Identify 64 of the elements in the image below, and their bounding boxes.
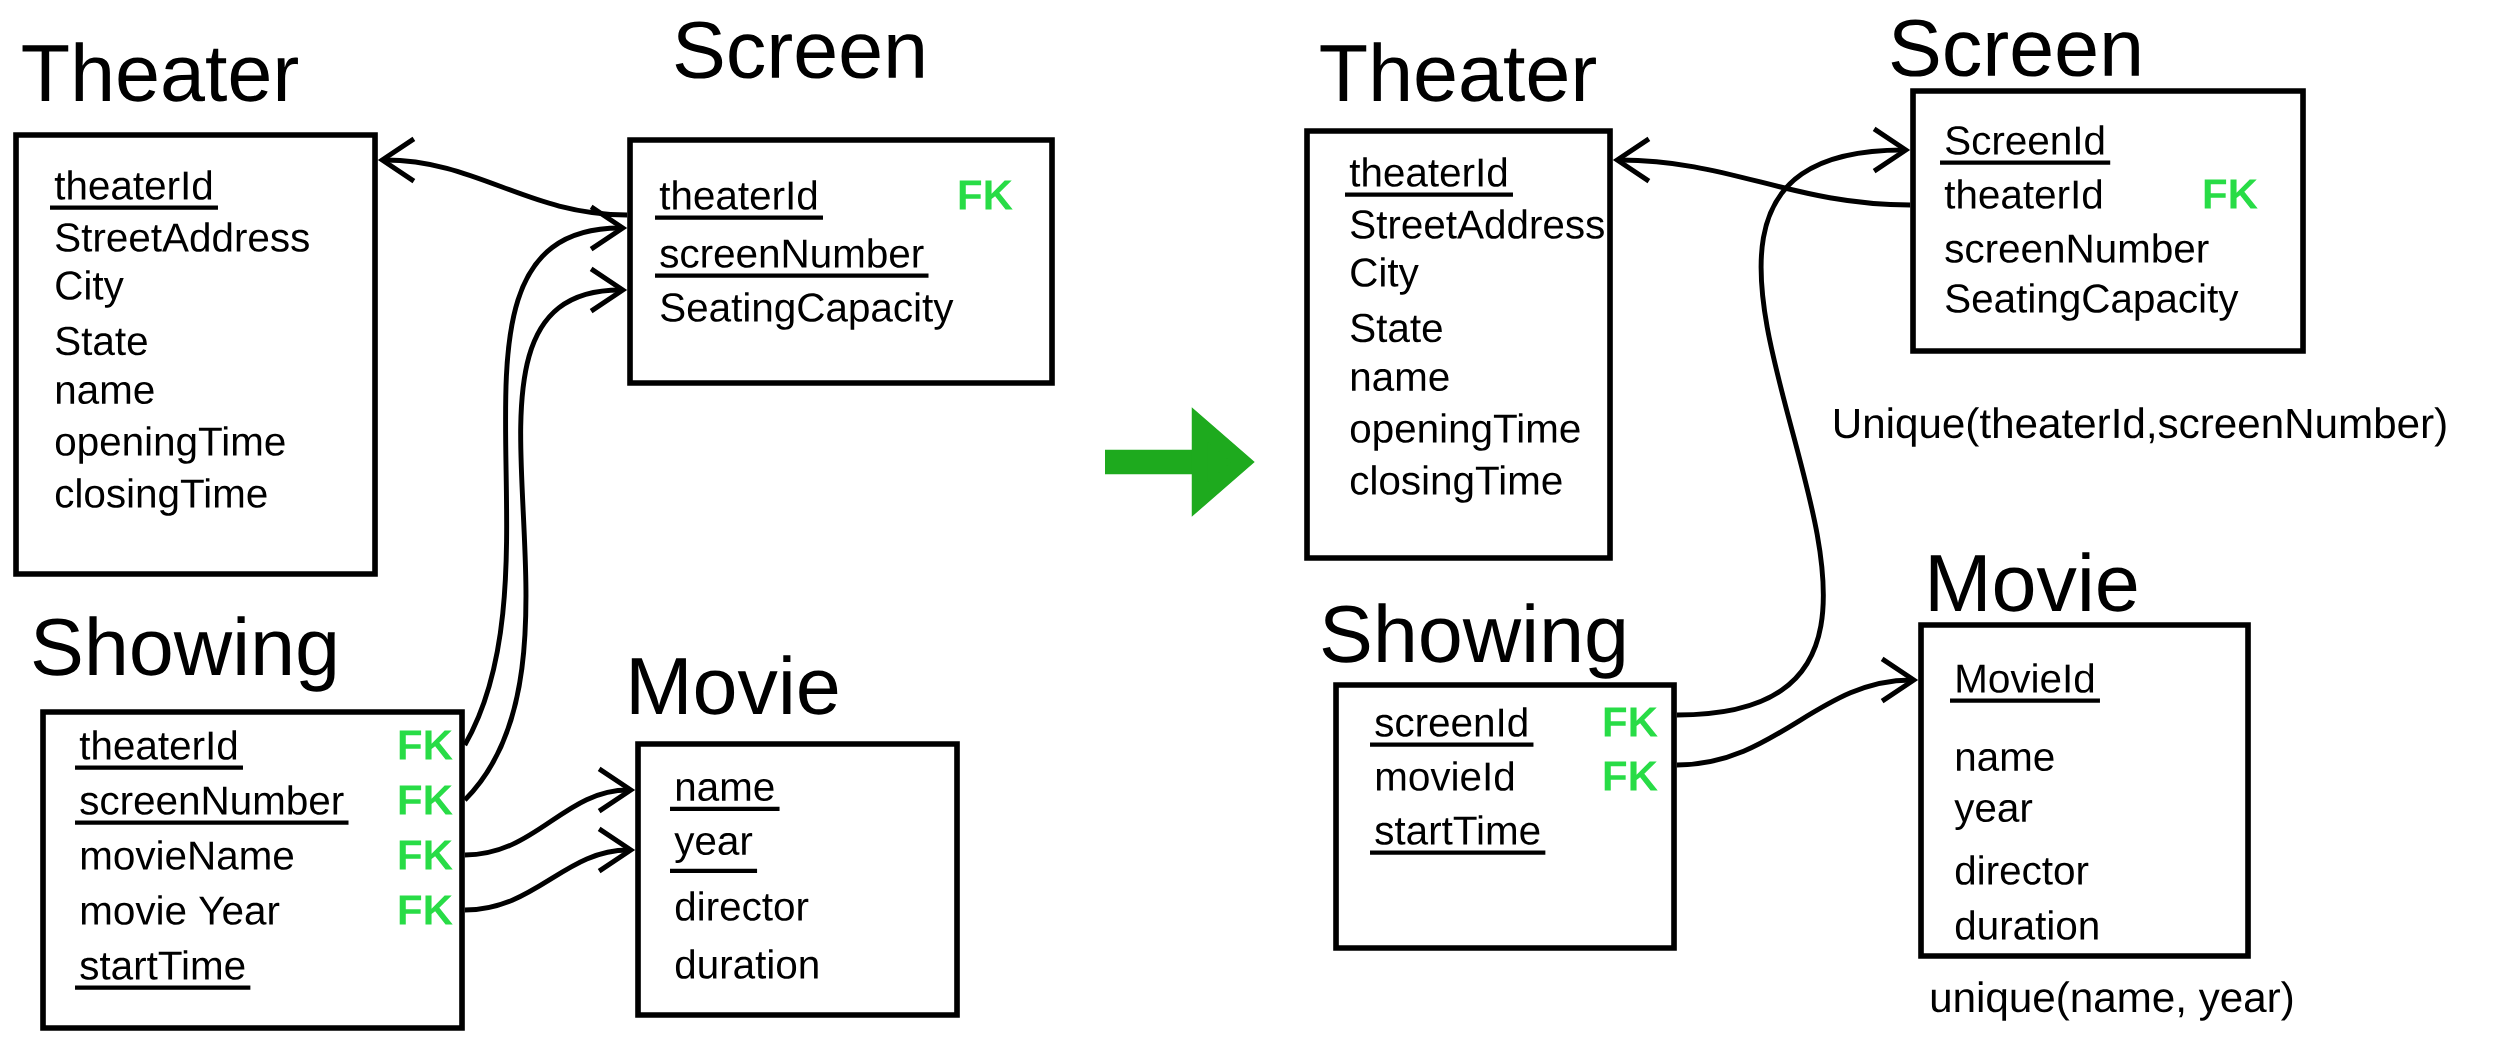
field-name: movieId xyxy=(1376,761,1514,791)
field-name: closingTime xyxy=(55,478,267,516)
field-name: startTime xyxy=(75,950,251,990)
field-name: name xyxy=(1956,748,2054,772)
arrow xyxy=(1612,136,1911,208)
field-name: movieName xyxy=(81,840,293,870)
field-name: screenNumber xyxy=(655,238,929,278)
arrow xyxy=(464,766,636,858)
constraint-note: unique(name, year) xyxy=(1931,981,2293,1021)
arrow xyxy=(1676,126,1911,718)
field-name: City xyxy=(1351,257,1419,295)
table-heading: Theater xyxy=(1320,42,1596,102)
table-heading: Movie xyxy=(1930,552,2137,612)
field-name: theaterId xyxy=(655,180,823,220)
constraint-note: Unique(theaterId,screenNumber) xyxy=(1835,407,2446,447)
field-name: movie Year xyxy=(81,895,280,925)
arrow xyxy=(462,266,628,802)
arrow xyxy=(462,204,628,746)
field-name: openingTime xyxy=(1350,413,1580,451)
table-heading: Movie xyxy=(631,655,838,715)
field-name: SeatingCapacity xyxy=(661,292,954,330)
field-name: name xyxy=(1351,368,1449,392)
table-heading: Screen xyxy=(675,21,923,79)
fk-marker: FK xyxy=(2204,179,2258,209)
arrow xyxy=(1676,656,1919,768)
fk-marker: FK xyxy=(959,180,1013,210)
field-name: StreetAddress xyxy=(1351,209,1604,239)
field-name: StreetAddress xyxy=(56,222,309,252)
field-name: duration xyxy=(1955,910,2098,940)
field-name: duration xyxy=(675,949,818,979)
field-name: theaterId xyxy=(1345,157,1513,197)
fk-marker: FK xyxy=(399,730,453,760)
fk-marker: FK xyxy=(399,785,453,815)
table-heading: Showing xyxy=(1322,603,1624,679)
arrow xyxy=(377,136,628,218)
fk-marker: FK xyxy=(1604,707,1658,737)
table-heading: Screen xyxy=(1891,19,2139,77)
field-name: theaterId xyxy=(75,730,243,770)
arrow xyxy=(464,826,636,913)
field-name: theaterId xyxy=(50,170,218,210)
field-name: closingTime xyxy=(1350,465,1562,503)
field-name: SeatingCapacity xyxy=(1946,283,2239,321)
field-name: screenId xyxy=(1370,707,1534,747)
fk-marker: FK xyxy=(399,895,453,925)
field-name: year xyxy=(670,832,758,873)
field-name: year xyxy=(1954,799,2033,831)
field-name: openingTime xyxy=(55,426,285,464)
table-heading: Showing xyxy=(33,616,335,692)
field-name: name xyxy=(670,778,780,811)
fk-marker: FK xyxy=(399,840,453,870)
field-name: director xyxy=(1955,855,2089,885)
fk-marker: FK xyxy=(1604,761,1658,791)
field-name: State xyxy=(1351,313,1442,343)
field-name: startTime xyxy=(1370,815,1546,855)
field-name: ScreenId xyxy=(1940,125,2111,165)
field-name: City xyxy=(56,270,124,308)
field-name: director xyxy=(675,891,809,921)
table-heading: Theater xyxy=(22,42,298,102)
field-name: screenNumber xyxy=(1945,233,2209,263)
field-name: State xyxy=(56,326,147,356)
field-name: MovieId xyxy=(1950,663,2100,703)
field-name: theaterId xyxy=(1944,179,2102,209)
field-name: screenNumber xyxy=(75,785,349,825)
field-name: name xyxy=(56,381,154,405)
